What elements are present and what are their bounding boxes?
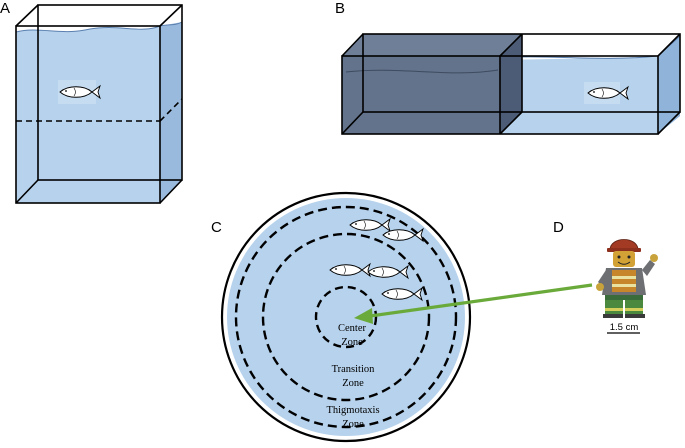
panel-c-label: C bbox=[211, 219, 222, 236]
panel-d-figurine: D 1.5 cm bbox=[553, 219, 658, 334]
tank-a-water-side bbox=[160, 22, 182, 203]
transition-boundary bbox=[261, 232, 431, 402]
center-zone-label-line2: Zone bbox=[341, 337, 363, 348]
scale-bar-label: 1.5 cm bbox=[610, 322, 639, 333]
thigmotaxis-zone-label-line1: Thigmotaxis bbox=[326, 405, 379, 416]
panel-a-label: A bbox=[0, 0, 10, 17]
transition-zone-label-line2: Zone bbox=[342, 378, 364, 389]
tank-a-water-front bbox=[16, 26, 160, 203]
transition-zone-label-line1: Transition bbox=[332, 364, 376, 375]
panel-b-label: B bbox=[335, 0, 345, 17]
panel-a-tank: A bbox=[0, 0, 183, 204]
tank-a-depth-line bbox=[16, 98, 183, 122]
tank-b-dark-compartment bbox=[342, 34, 522, 56]
panel-c-arena: C Center Zone Transition Zone Thigmotaxi… bbox=[211, 191, 472, 443]
thigmotaxis-zone-label-line2: Zone bbox=[342, 419, 364, 430]
center-zone-label-line1: Center bbox=[338, 323, 366, 334]
center-boundary bbox=[314, 285, 378, 349]
stimulus-arrow bbox=[354, 283, 593, 324]
thigmotaxis-boundary bbox=[234, 205, 458, 429]
panel-d-label: D bbox=[553, 219, 564, 236]
panel-b-tank: B bbox=[335, 0, 681, 135]
